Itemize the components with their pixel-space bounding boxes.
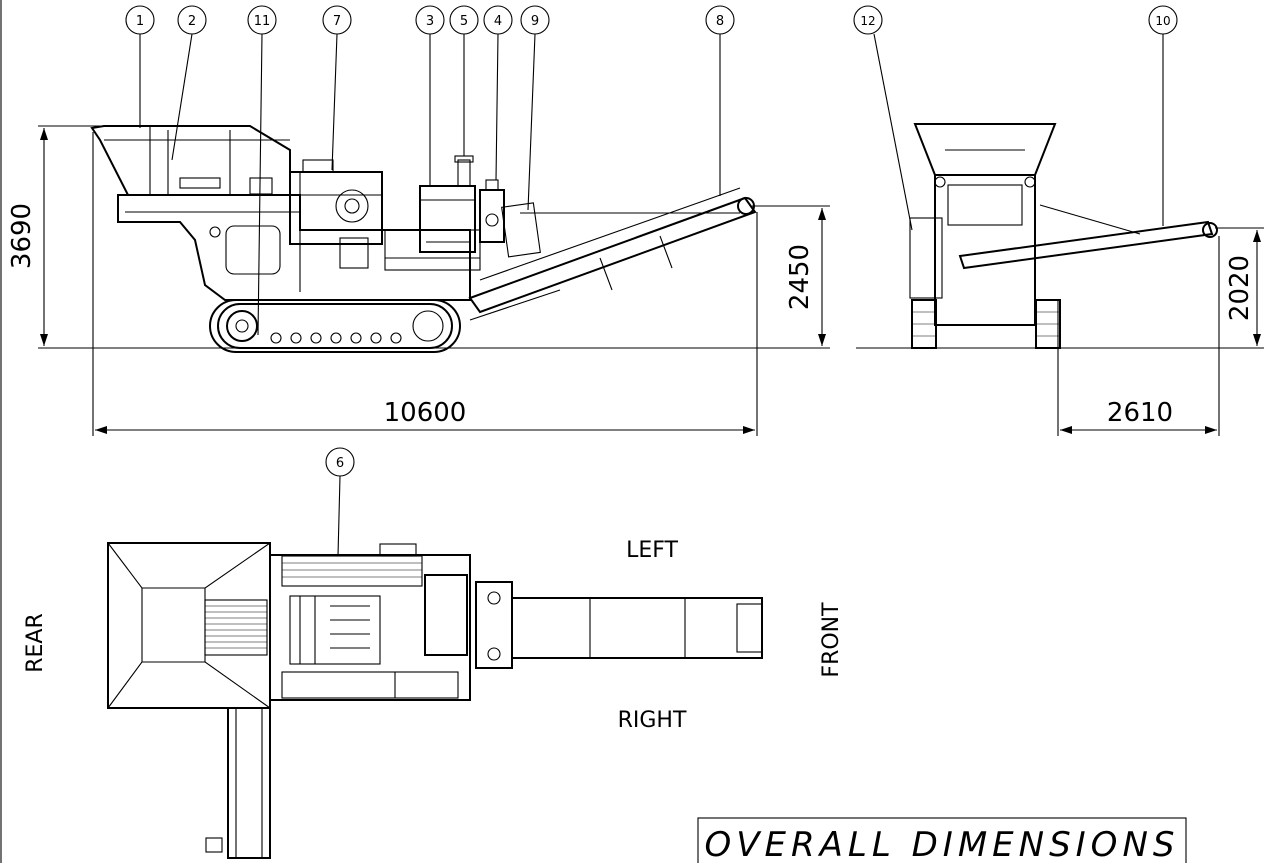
orientation-front-label: FRONT bbox=[819, 602, 844, 678]
plan-engine-grille bbox=[281, 555, 423, 587]
dim-overall-height: 3690 bbox=[7, 125, 100, 346]
balloon-5-label: 5 bbox=[460, 14, 468, 29]
balloon-12-label: 12 bbox=[860, 14, 875, 28]
dim-conveyor-height-label: 2450 bbox=[785, 244, 815, 310]
balloon-11-label: 11 bbox=[254, 14, 271, 29]
plan-hopper-grizzly bbox=[204, 599, 268, 656]
side-conveyor-end-view bbox=[958, 220, 1214, 270]
balloon-12 bbox=[853, 5, 883, 35]
balloon-7-label: 7 bbox=[333, 14, 341, 29]
crusher-flywheel bbox=[335, 189, 369, 223]
side-elevation-view bbox=[38, 125, 830, 353]
crawler-track bbox=[217, 303, 453, 349]
dim-side-conveyor-height-label: 2020 bbox=[1225, 255, 1255, 321]
balloon-8-label: 8 bbox=[716, 14, 724, 29]
balloon-1-label: 1 bbox=[136, 14, 144, 29]
end-view-body bbox=[934, 174, 1036, 326]
balloon-5 bbox=[449, 5, 479, 35]
plan-main-conveyor bbox=[511, 597, 763, 659]
balloon-6 bbox=[325, 447, 355, 477]
track-rollers bbox=[270, 332, 402, 344]
balloon-7 bbox=[322, 5, 352, 35]
balloon-1 bbox=[125, 5, 155, 35]
hydraulic-tank bbox=[479, 189, 505, 243]
balloon-2-label: 2 bbox=[188, 14, 196, 29]
orientation-right-label: RIGHT bbox=[618, 708, 687, 733]
title-block: OVERALL DIMENSIONS bbox=[697, 817, 1187, 867]
balloon-2 bbox=[177, 5, 207, 35]
balloon-10 bbox=[1148, 5, 1178, 35]
exhaust-stack bbox=[457, 159, 471, 187]
balloon-3 bbox=[415, 5, 445, 35]
plan-power-unit bbox=[424, 574, 468, 656]
dim-overall-length: 10600 bbox=[92, 132, 758, 436]
balloon-4 bbox=[483, 5, 513, 35]
plan-side-conveyor bbox=[227, 707, 271, 859]
crusher-housing bbox=[289, 171, 383, 245]
track-drive-sprocket bbox=[226, 310, 258, 342]
dim-side-conveyor-reach-label: 2610 bbox=[1107, 398, 1173, 428]
balloon-8 bbox=[705, 5, 735, 35]
dim-overall-height-label: 3690 bbox=[7, 203, 37, 269]
main-conveyor bbox=[468, 196, 757, 314]
balloon-11 bbox=[247, 5, 277, 35]
dim-conveyor-height: 2450 bbox=[752, 205, 830, 346]
balloon-9-label: 9 bbox=[531, 14, 539, 29]
plan-crusher bbox=[289, 595, 381, 665]
item-balloons: 1 2 11 7 3 5 4 9 8 12 bbox=[125, 5, 1178, 557]
dim-side-conveyor-reach: 2610 bbox=[1057, 236, 1220, 436]
plan-view bbox=[107, 542, 763, 859]
dim-overall-length-label: 10600 bbox=[384, 398, 467, 428]
plan-hydraulic-block bbox=[475, 581, 513, 669]
orientation-rear-label: REAR bbox=[23, 613, 48, 673]
balloon-10-label: 10 bbox=[1155, 14, 1170, 28]
plan-main-body bbox=[269, 554, 471, 701]
dim-side-conveyor-height: 2020 bbox=[1215, 227, 1264, 346]
main-chassis bbox=[117, 194, 471, 301]
feeder-box bbox=[225, 225, 281, 275]
balloon-9 bbox=[520, 5, 550, 35]
title-block-title: OVERALL DIMENSIONS bbox=[705, 825, 1180, 863]
balloon-4-label: 4 bbox=[494, 14, 502, 29]
track-idler bbox=[412, 310, 444, 342]
balloon-3-label: 3 bbox=[426, 14, 434, 29]
plan-hopper bbox=[107, 542, 271, 709]
power-unit bbox=[419, 185, 476, 253]
orientation-left-label: LEFT bbox=[626, 538, 678, 563]
balloon-6-label: 6 bbox=[336, 456, 344, 471]
end-elevation-view bbox=[856, 123, 1264, 349]
